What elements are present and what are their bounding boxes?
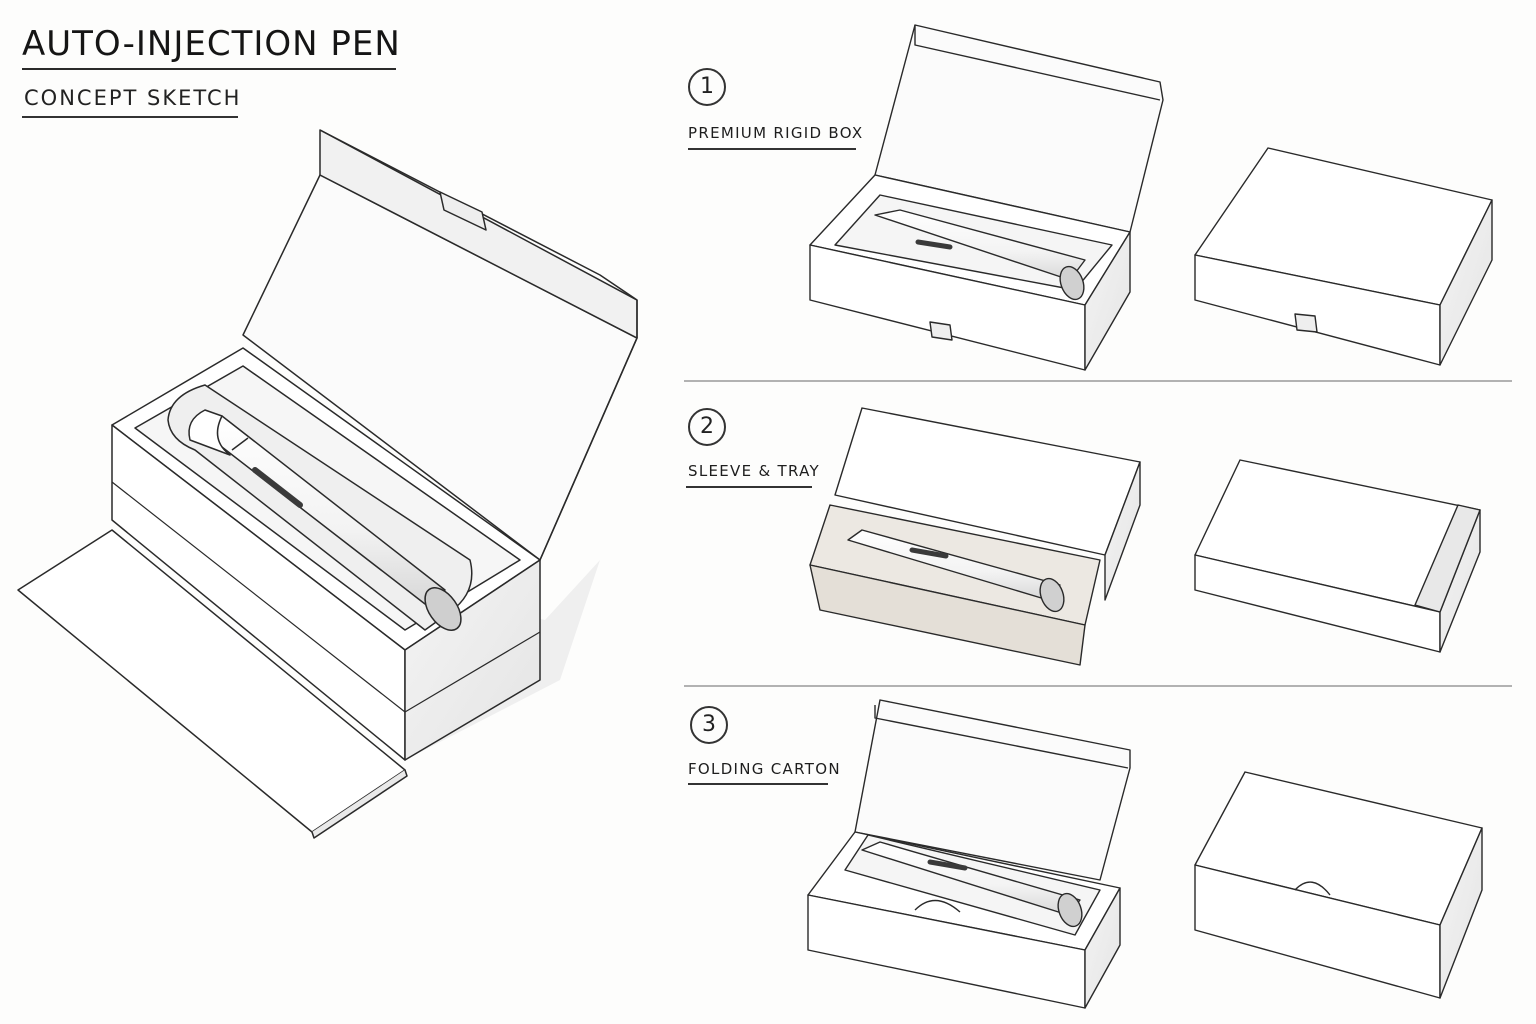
option-3-number-badge: 3 (690, 706, 728, 744)
option-3-label: FOLDING CARTON (688, 760, 841, 778)
option-1-underline (688, 148, 856, 150)
option-2-closed-sleeve (1194, 459, 1481, 653)
option-2-underline (686, 486, 812, 488)
option-2-sleeve-tray (809, 407, 1141, 666)
option-1-label: PREMIUM RIGID BOX (688, 124, 864, 142)
option-2-label: SLEEVE & TRAY (688, 462, 820, 480)
option-3-closed-carton (1194, 771, 1483, 999)
main-lid-outer (539, 300, 638, 561)
main-closure-tab (439, 191, 487, 231)
title-underline (22, 68, 396, 70)
option-1-closed-box (1194, 147, 1493, 366)
main-rigid-box-sketch (17, 129, 638, 839)
subtitle-underline (22, 116, 238, 118)
page-subtitle: CONCEPT SKETCH (24, 86, 242, 110)
page-title: AUTO-INJECTION PEN (22, 24, 401, 64)
main-pen (188, 409, 462, 631)
main-base-right (404, 559, 541, 761)
option-3-underline (688, 783, 828, 785)
option-3-open-carton (807, 699, 1131, 1009)
option-1-number-badge: 1 (688, 68, 726, 106)
option-1-open-box (809, 24, 1164, 371)
option-2-number-badge: 2 (688, 408, 726, 446)
